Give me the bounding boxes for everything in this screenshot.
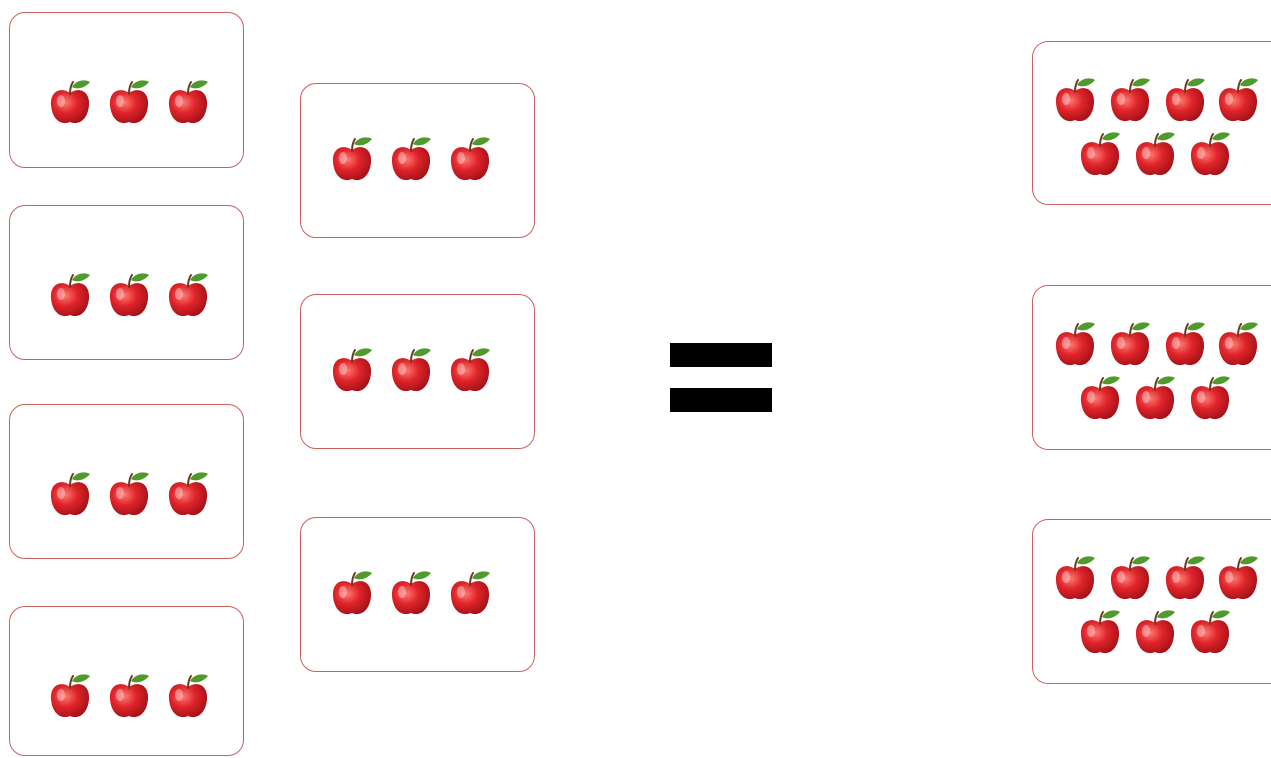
apple-icon	[1163, 77, 1207, 125]
apple-icon	[1163, 555, 1207, 603]
apple-icon	[389, 570, 433, 618]
apple-icon	[389, 347, 433, 395]
apple-icon	[1108, 77, 1152, 125]
apple-icon	[1078, 131, 1122, 179]
apple-icon	[1078, 609, 1122, 657]
apple-icon	[330, 570, 374, 618]
apple-icon	[1053, 321, 1097, 369]
apple-icon	[1133, 131, 1177, 179]
apple-card	[1032, 285, 1271, 450]
apple-icon	[166, 272, 210, 320]
apple-icon	[166, 471, 210, 519]
apple-icon	[1216, 555, 1260, 603]
apple-icon	[48, 272, 92, 320]
apple-icon	[330, 136, 374, 184]
apple-icon	[1163, 321, 1207, 369]
apple-icon	[1188, 375, 1232, 423]
apple-icon	[1108, 555, 1152, 603]
apple-card	[1032, 519, 1271, 684]
apple-icon	[448, 347, 492, 395]
apple-card	[300, 517, 535, 672]
apple-icon	[48, 673, 92, 721]
apple-icon	[107, 79, 151, 127]
apple-card	[300, 294, 535, 449]
apple-card	[1032, 41, 1271, 205]
apple-icon	[48, 79, 92, 127]
apple-icon	[330, 347, 374, 395]
apple-icon	[1188, 131, 1232, 179]
apple-icon	[448, 136, 492, 184]
equals-top-bar	[670, 343, 772, 367]
equals-bottom-bar	[670, 388, 772, 412]
apple-icon	[107, 673, 151, 721]
apple-icon	[1133, 609, 1177, 657]
apple-card	[9, 12, 244, 168]
apple-icon	[1108, 321, 1152, 369]
apple-icon	[1053, 555, 1097, 603]
apple-icon	[1078, 375, 1122, 423]
apple-icon	[1133, 375, 1177, 423]
apple-icon	[448, 570, 492, 618]
apple-card	[9, 606, 244, 756]
apple-card	[300, 83, 535, 238]
apple-icon	[107, 471, 151, 519]
apple-icon	[1053, 77, 1097, 125]
apple-icon	[1188, 609, 1232, 657]
apple-icon	[48, 471, 92, 519]
apple-icon	[389, 136, 433, 184]
apple-icon	[166, 673, 210, 721]
apple-card	[9, 205, 244, 360]
apple-card	[9, 404, 244, 559]
apple-icon	[1216, 321, 1260, 369]
apple-icon	[1216, 77, 1260, 125]
apple-icon	[166, 79, 210, 127]
apple-icon	[107, 272, 151, 320]
